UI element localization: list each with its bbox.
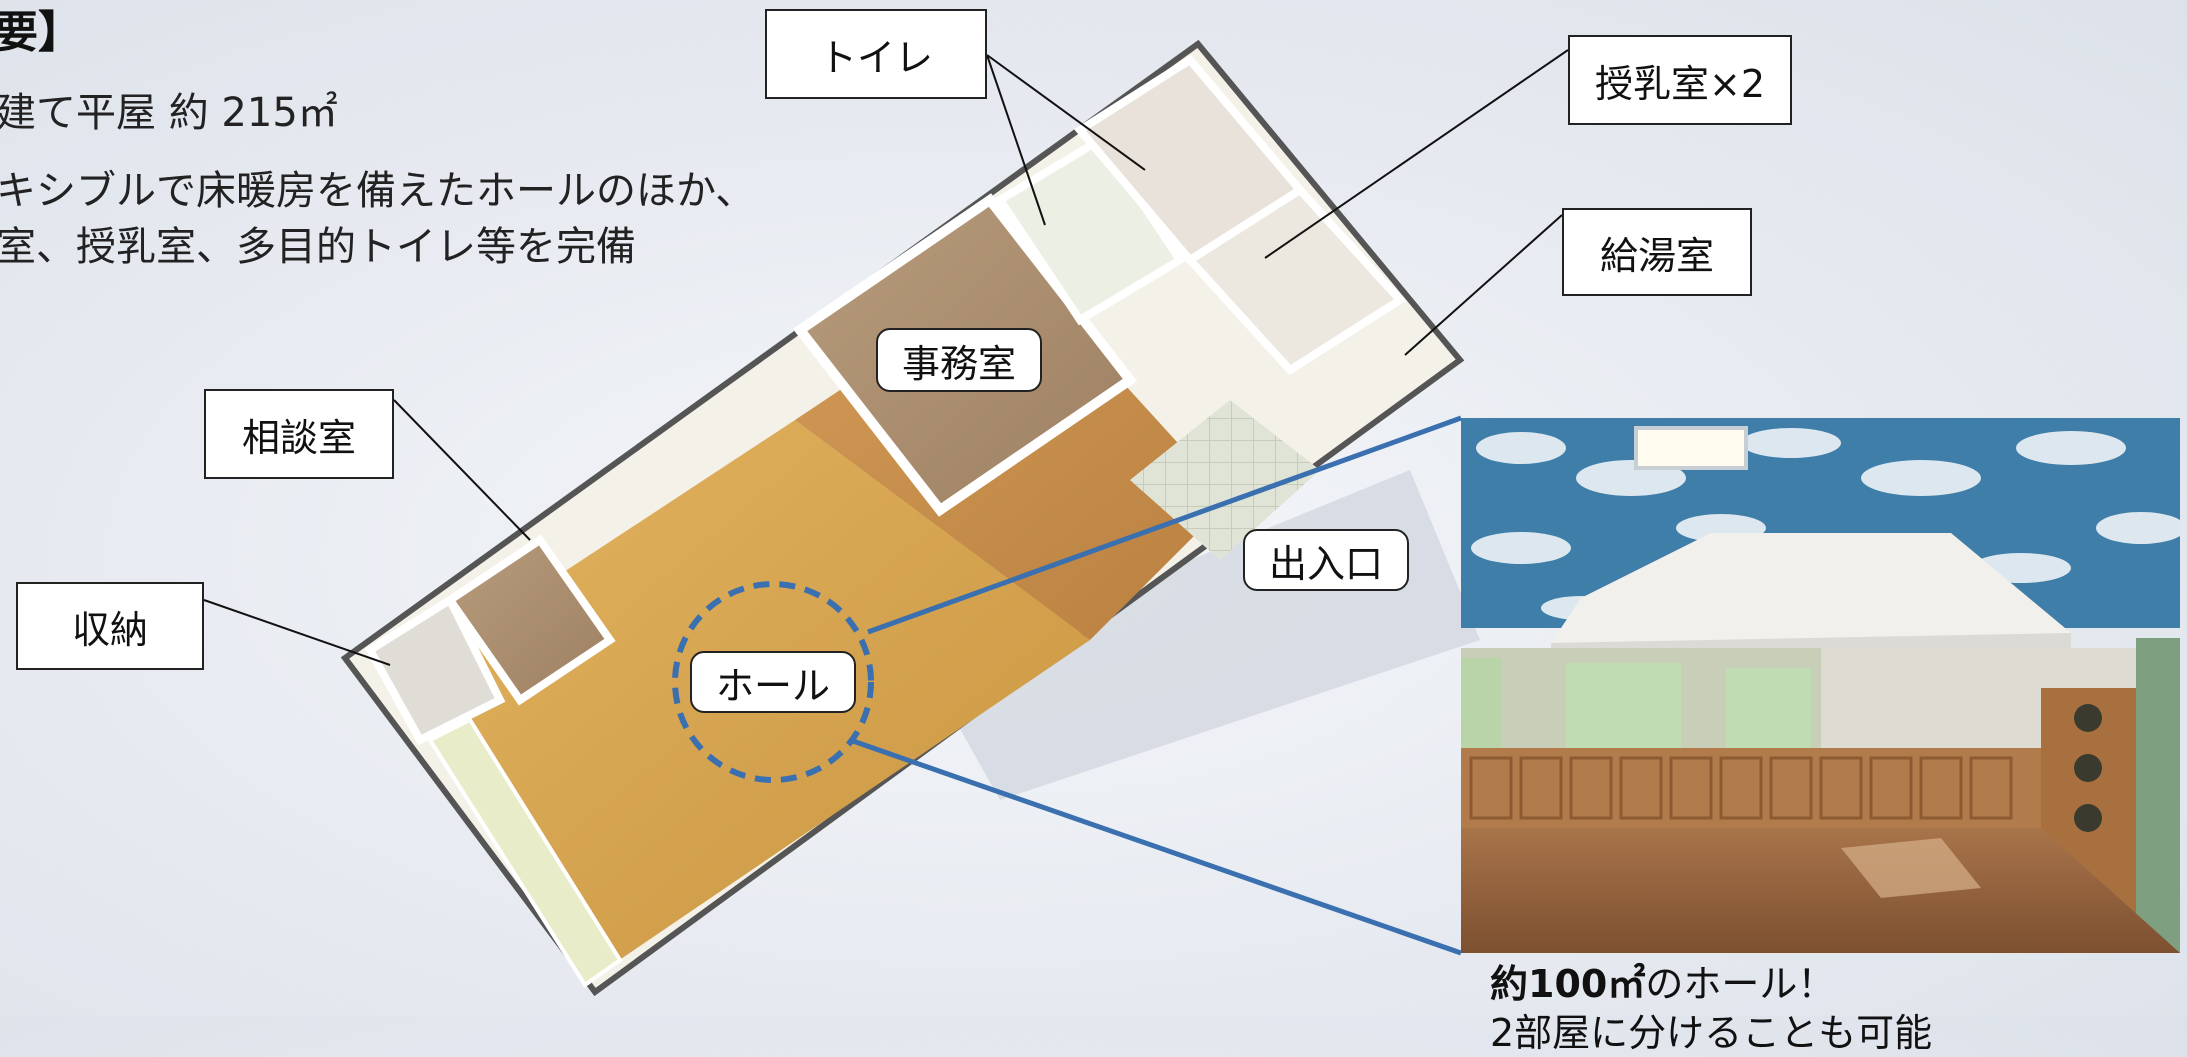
label-storage: 収納 <box>16 582 204 670</box>
zoom-line-bottom <box>849 737 1462 956</box>
label-kitchenette: 給湯室 <box>1562 208 1752 296</box>
label-entrance: 出入口 <box>1243 529 1409 591</box>
label-office: 事務室 <box>876 328 1042 392</box>
feature-text-line2: 室、授乳室、多目的トイレ等を完備 <box>0 224 636 270</box>
hall-caption: 約100㎡のホール！ <box>1490 962 1836 1006</box>
building-size-text: 建て平屋 約 215㎡ <box>0 90 338 136</box>
hall-photo <box>1461 418 2180 953</box>
label-toilet: トイレ <box>765 9 987 99</box>
callout-lines <box>203 49 1569 666</box>
zoom-line-top <box>867 415 1462 635</box>
label-hall: ホール <box>690 651 856 713</box>
hall-highlight-circle <box>672 581 874 783</box>
feature-text-line1: キシブルで床暖房を備えたホールのほか、 <box>0 168 756 214</box>
label-nursing-room: 授乳室×2 <box>1568 35 1792 125</box>
page-title: 要】 <box>0 7 82 58</box>
label-consultation-room: 相談室 <box>204 389 394 479</box>
hall-caption-line2: 2部屋に分けることも可能 <box>1490 1011 1933 1055</box>
